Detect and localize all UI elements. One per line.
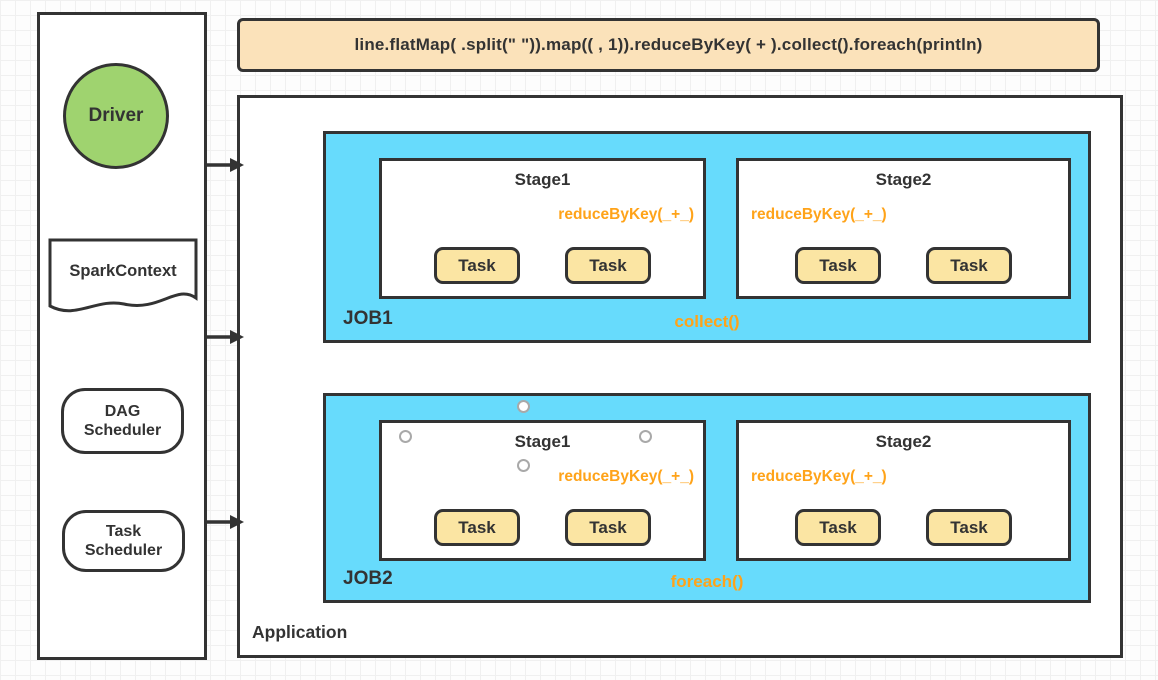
- job2-box[interactable]: Stage1 reduceByKey(_+_) Task Task Stage2…: [323, 393, 1091, 603]
- connector-handle[interactable]: [517, 459, 530, 472]
- job2-stage1-annotation: reduceByKey(_+_): [558, 468, 694, 485]
- job2-stage2-title: Stage2: [875, 432, 932, 451]
- task-label: Task: [950, 255, 988, 275]
- job1-label: JOB1: [343, 308, 393, 329]
- task-scheduler-label-line1: Task: [105, 522, 142, 540]
- task-node[interactable]: Task: [926, 509, 1012, 546]
- job2-stage1-task-row: Task Task: [382, 509, 703, 546]
- task-label: Task: [458, 517, 496, 537]
- job1-stage1-box[interactable]: Stage1 reduceByKey(_+_) Task Task: [379, 158, 706, 299]
- connector-handle[interactable]: [399, 430, 412, 443]
- task-node[interactable]: Task: [565, 247, 651, 284]
- task-node[interactable]: Task: [926, 247, 1012, 284]
- job2-stage2-box[interactable]: Stage2 reduceByKey(_+_) Task Task: [736, 420, 1071, 561]
- job2-stage2-annotation: reduceByKey(_+_): [751, 468, 887, 485]
- task-label: Task: [950, 517, 988, 537]
- dag-scheduler-label-line1: DAG: [104, 402, 141, 420]
- job1-stage1-title: Stage1: [514, 170, 571, 189]
- job1-box[interactable]: Stage1 reduceByKey(_+_) Task Task Stage2…: [323, 131, 1091, 343]
- driver-node[interactable]: Driver: [63, 63, 169, 169]
- dag-scheduler-node[interactable]: DAG Scheduler: [61, 388, 184, 454]
- task-label: Task: [458, 255, 496, 275]
- job1-stage2-box[interactable]: Stage2 reduceByKey(_+_) Task Task: [736, 158, 1071, 299]
- task-node[interactable]: Task: [434, 509, 520, 546]
- task-scheduler-node[interactable]: Task Scheduler: [62, 510, 185, 572]
- task-scheduler-label-line2: Scheduler: [84, 542, 163, 559]
- dag-scheduler-label-line2: Scheduler: [83, 422, 162, 439]
- application-label: Application: [252, 622, 348, 642]
- task-label: Task: [819, 517, 857, 537]
- job2-action-label: foreach(): [670, 572, 744, 591]
- job1-stage2-title: Stage2: [875, 170, 932, 189]
- job2-stage2-task-row: Task Task: [739, 509, 1068, 546]
- task-node[interactable]: Task: [795, 247, 881, 284]
- driver-label: Driver: [88, 105, 144, 126]
- job1-stage1-task-row: Task Task: [382, 247, 703, 284]
- code-banner-text: line.flatMap( .split(" ")).map(( , 1)).r…: [354, 35, 983, 54]
- task-node[interactable]: Task: [795, 509, 881, 546]
- job2-stage1-title: Stage1: [514, 432, 571, 451]
- code-banner[interactable]: line.flatMap( .split(" ")).map(( , 1)).r…: [237, 18, 1100, 72]
- task-label: Task: [589, 255, 627, 275]
- job2-label: JOB2: [343, 568, 393, 589]
- connector-handle[interactable]: [639, 430, 652, 443]
- task-node[interactable]: Task: [434, 247, 520, 284]
- task-label: Task: [589, 517, 627, 537]
- job1-stage2-annotation: reduceByKey(_+_): [751, 206, 887, 223]
- job1-stage1-annotation: reduceByKey(_+_): [558, 206, 694, 223]
- application-box[interactable]: Stage1 reduceByKey(_+_) Task Task Stage2…: [237, 95, 1123, 658]
- spark-context-label: SparkContext: [69, 262, 177, 280]
- task-node[interactable]: Task: [565, 509, 651, 546]
- document-shape-icon: [48, 238, 198, 313]
- task-label: Task: [819, 255, 857, 275]
- job2-stage1-box[interactable]: Stage1 reduceByKey(_+_) Task Task: [379, 420, 706, 561]
- spark-context-node[interactable]: SparkContext: [48, 238, 198, 323]
- connector-handle[interactable]: [517, 400, 530, 413]
- job1-stage2-task-row: Task Task: [739, 247, 1068, 284]
- job1-action-label: collect(): [674, 312, 740, 331]
